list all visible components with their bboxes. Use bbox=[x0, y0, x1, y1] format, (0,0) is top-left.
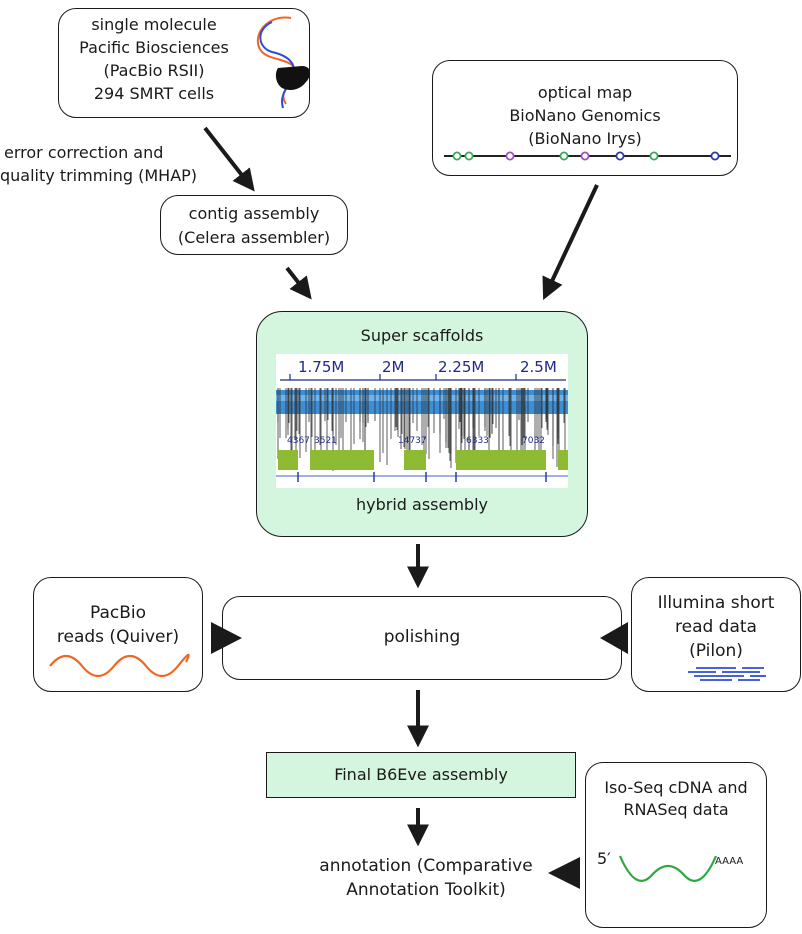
contig-id-label: 7032 bbox=[522, 436, 545, 446]
contig-assembly-line-1: contig assembly bbox=[188, 204, 320, 223]
error-correction-label-1: error correction and bbox=[4, 143, 164, 162]
illumina-reads-icon bbox=[688, 667, 766, 681]
arrow-illumina-to-polishing bbox=[600, 622, 628, 654]
illumina-box bbox=[631, 577, 801, 692]
optical-map-track bbox=[444, 151, 731, 161]
isoseq-line-2: RNASeq data bbox=[623, 800, 729, 819]
axis-tick-label: 2M bbox=[382, 358, 405, 376]
hybrid-assembly-label: hybrid assembly bbox=[355, 495, 488, 514]
poly-a-label: AAAA bbox=[715, 856, 744, 867]
pacbio-source-box bbox=[58, 8, 310, 118]
arrow-optical-to-scaffolds bbox=[542, 184, 599, 300]
axis-tick-label: 2.5M bbox=[520, 358, 557, 376]
polishing-label: polishing bbox=[383, 627, 461, 647]
optical-map-line-2: BioNano Genomics bbox=[509, 106, 661, 125]
axis-tick-label: 2.25M bbox=[438, 358, 485, 376]
isoseq-box bbox=[585, 762, 767, 928]
axis-tick-label: 1.75M bbox=[298, 358, 345, 376]
pacbio-reads-wave bbox=[49, 653, 190, 678]
scaffold-map-graphic bbox=[276, 374, 568, 482]
illumina-line-2: read data bbox=[675, 617, 757, 637]
pacbio-source-line-1: single molecule bbox=[91, 15, 217, 34]
error-correction-label-2: quality trimming (MHAP) bbox=[0, 166, 198, 185]
pacbio-reads-line-1: PacBio bbox=[89, 603, 147, 623]
final-assembly-label: Final B6Eve assembly bbox=[334, 765, 508, 784]
pacbio-source-line-3: (PacBio RSII) bbox=[103, 61, 205, 80]
illumina-line-3: (Pilon) bbox=[689, 641, 743, 661]
arrow-pacbio-to-contig bbox=[203, 126, 255, 192]
contig-id-label: 4367 bbox=[287, 436, 310, 446]
annotation-line-2: Annotation Toolkit) bbox=[346, 880, 506, 900]
arrow-isoseq-to-annotation bbox=[548, 857, 580, 889]
arrow-contig-to-scaffolds bbox=[285, 266, 312, 300]
annotation-line-1: annotation (Comparative bbox=[319, 856, 533, 876]
pacbio-molecule-icon bbox=[256, 16, 311, 109]
contig-id-label: 14737 bbox=[398, 436, 427, 446]
pacbio-source-line-4: 294 SMRT cells bbox=[93, 84, 215, 103]
final-assembly-box bbox=[266, 752, 576, 798]
pacbio-reads-line-2: reads (Quiver) bbox=[56, 627, 180, 647]
contig-id-label: 3521 bbox=[314, 436, 337, 446]
pacbio-source-line-2: Pacific Biosciences bbox=[79, 38, 229, 57]
contig-id-label: 6333 bbox=[466, 436, 489, 446]
contig-assembly-line-2: (Celera assembler) bbox=[177, 228, 331, 247]
optical-map-line-3: (BioNano Irys) bbox=[528, 129, 642, 148]
five-prime-label: 5′ bbox=[597, 849, 611, 868]
arrow-pacbio-reads-to-polishing bbox=[211, 622, 242, 654]
isoseq-line-1: Iso-Seq cDNA and bbox=[604, 778, 748, 797]
illumina-line-1: Illumina short bbox=[657, 593, 775, 613]
contig-assembly-box bbox=[160, 195, 348, 255]
optical-map-line-1: optical map bbox=[537, 83, 633, 102]
super-scaffolds-title: Super scaffolds bbox=[360, 326, 484, 345]
pacbio-reads-box bbox=[33, 577, 203, 692]
scaffold-map-panel: 1.75M 2M 2.25M 2.5M 4367 3521 14737 6333… bbox=[276, 354, 568, 488]
isoseq-wave bbox=[618, 855, 718, 882]
polishing-box bbox=[222, 596, 622, 680]
